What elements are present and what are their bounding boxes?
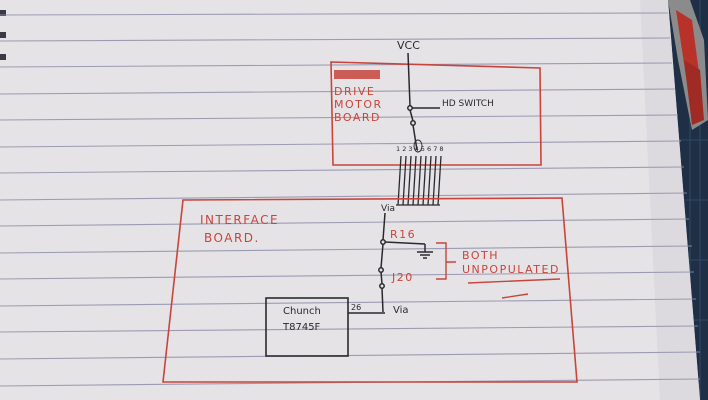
- via-bottom-label: Via: [393, 305, 409, 316]
- signal-trace: [348, 212, 433, 314]
- wire-bundle: [396, 155, 442, 206]
- interface-board-title-line1: INTERFACE: [200, 213, 279, 227]
- drive-motor-board: [330, 61, 542, 166]
- note-line1: BOTH: [462, 249, 499, 262]
- note-line2: UNPOPULATED: [462, 263, 560, 276]
- hd-switch-label: HD SWITCH: [442, 99, 494, 109]
- j20-label: J20: [391, 271, 414, 284]
- r16-label: R16: [390, 228, 416, 241]
- scribbled-out-text: [334, 70, 380, 79]
- pin-numbers: 1 2 3 4 5 6 7 8: [396, 145, 444, 153]
- motor-board-title-line1: DRIVE: [334, 85, 375, 98]
- chip-line2: T8745F: [282, 322, 321, 333]
- note-underline: [467, 278, 561, 299]
- vcc-label: VCC: [397, 39, 420, 52]
- motor-board-title-line3: BOARD: [334, 111, 381, 124]
- binder-clip: [668, 0, 708, 130]
- note-bracket: [436, 242, 456, 280]
- vcc-wire: [407, 52, 440, 151]
- via-top-label: Via: [381, 204, 395, 214]
- chip-line1: Chunch: [283, 306, 321, 317]
- pin-26-label: 26: [351, 303, 361, 312]
- binding-holes: [0, 10, 6, 60]
- motor-board-title-line2: MOTOR: [334, 98, 383, 111]
- pin-4-circle: [413, 139, 423, 153]
- interface-board: [162, 197, 578, 383]
- interface-board-title-line2: BOARD.: [204, 231, 260, 245]
- paper-shadow: [640, 0, 700, 400]
- chip-outline: [265, 297, 349, 357]
